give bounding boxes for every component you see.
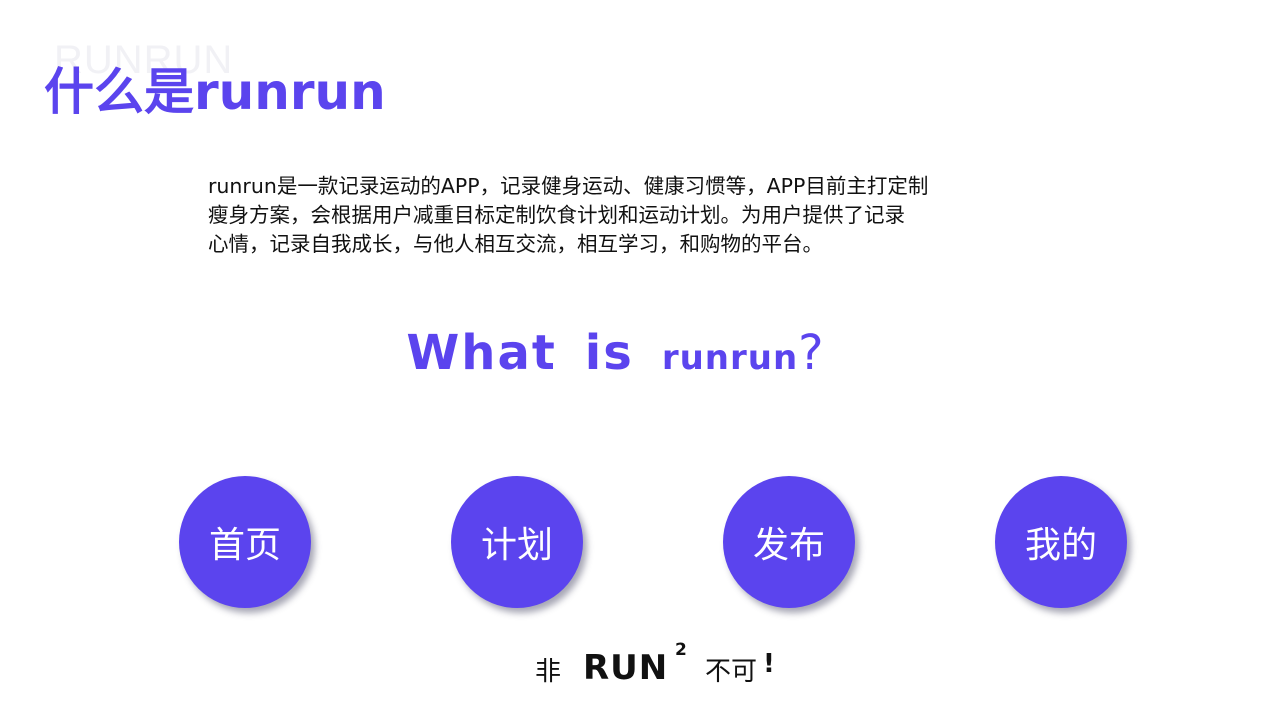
subtitle-what: What [406, 325, 557, 381]
slogan-prefix: 非 [535, 657, 562, 687]
slogan: 非 RUN 2 不可 ! [535, 640, 835, 690]
nav-circle-home-label: 首页 [208, 525, 281, 566]
subtitle-is: is [584, 325, 634, 381]
nav-circle-publish-label: 发布 [752, 525, 825, 566]
description-paragraph: runrun是一款记录运动的APP，记录健身运动、健康习惯等，APP目前主打定制… [208, 172, 1038, 259]
nav-circle-mine[interactable]: 我的 [995, 476, 1127, 608]
subtitle-name: runrun [661, 338, 799, 378]
nav-circle-plan-label: 计划 [480, 525, 553, 566]
slogan-run: RUN [583, 648, 669, 688]
description-line-1: runrun是一款记录运动的APP，记录健身运动、健康习惯等，APP目前主打定制 [208, 174, 929, 198]
watermark-text: RUNRUN [54, 38, 234, 82]
subtitle-question-mark: ? [798, 325, 824, 381]
description-line-3: 心情，记录自我成长，与他人相互交流，相互学习，和购物的平台。 [208, 232, 823, 256]
nav-circle-plan[interactable]: 计划 [451, 476, 583, 608]
slogan-superscript: 2 [675, 640, 687, 660]
nav-circle-home[interactable]: 首页 [179, 476, 311, 608]
slogan-exclamation: ! [763, 649, 775, 679]
description-line-2: 瘦身方案，会根据用户减重目标定制饮食计划和运动计划。为用户提供了记录 [208, 203, 905, 227]
nav-circle-mine-label: 我的 [1024, 525, 1097, 566]
nav-circle-publish[interactable]: 发布 [723, 476, 855, 608]
slogan-suffix: 不可 [705, 657, 758, 687]
page-title: 什么是runrun [44, 63, 386, 121]
